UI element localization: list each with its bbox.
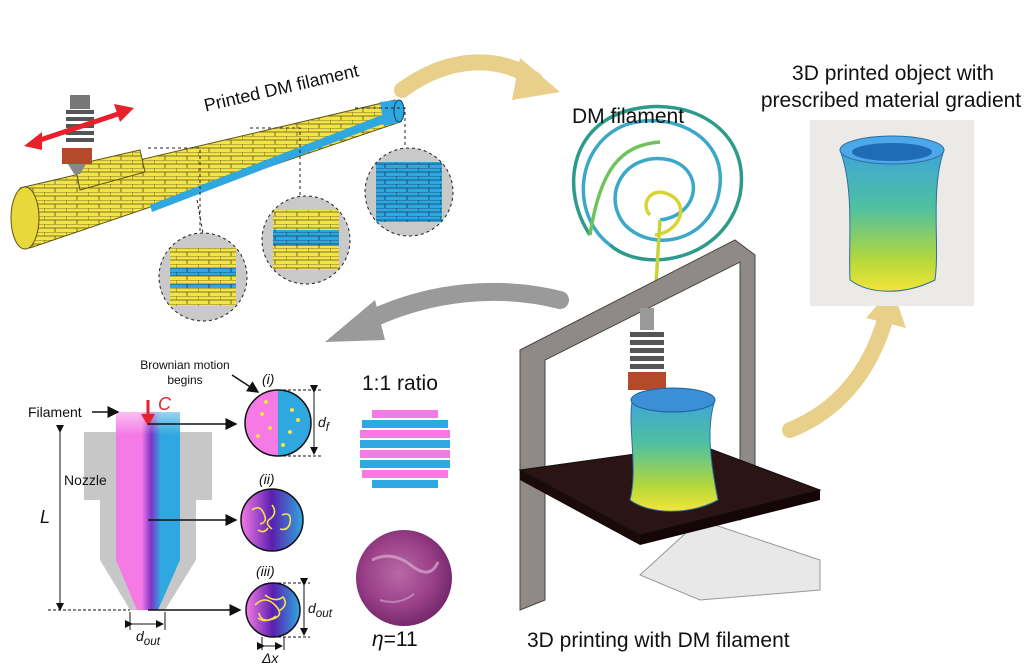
concentration-label: C <box>158 394 171 414</box>
mixed-filament-photo <box>356 530 452 626</box>
nozzle-label: Nozzle <box>64 472 107 488</box>
cross-section-2 <box>261 195 351 285</box>
print-head-small <box>62 95 94 174</box>
filament-label: Filament <box>28 404 82 420</box>
stage-ii-circle <box>240 488 304 552</box>
printed-vase <box>629 387 719 512</box>
dm-filament-spiral <box>571 104 744 301</box>
arrow-to-nozzle-detail <box>325 282 569 342</box>
eta-value: =11 <box>383 628 418 651</box>
printing-caption: 3D printing with DM filament <box>527 629 790 652</box>
arrow-to-object <box>782 288 906 438</box>
object-title-line1: 3D printed object with <box>792 62 994 85</box>
pointer-arrows <box>92 374 260 616</box>
stage-iii-label: (iii) <box>256 563 275 579</box>
d-out-side-label: dout <box>308 600 332 620</box>
callout-lines <box>148 107 406 234</box>
brownian-line1: Brownian motion <box>140 358 230 372</box>
d-out-bottom-subscript: out <box>143 634 161 648</box>
d-f-subscript: f <box>325 420 330 434</box>
d-f-symbol: d <box>318 414 326 430</box>
d-out-bottom-symbol: d <box>136 628 144 644</box>
ratio-label: 1:1 ratio <box>362 372 438 395</box>
object-title-line2: prescribed material gradient <box>760 89 1022 112</box>
stage-iii-circle <box>245 582 301 638</box>
dimension-lines <box>48 425 166 630</box>
eta-symbol: η <box>372 628 384 651</box>
length-label: L <box>40 507 51 527</box>
arrow-to-dm-filament <box>394 54 560 100</box>
cross-section-3 <box>364 147 454 237</box>
d-f-label: df <box>318 414 329 434</box>
stage-ii-label: (ii) <box>259 471 275 487</box>
printer-head <box>628 308 666 390</box>
cross-section-1 <box>158 232 248 322</box>
stage-dimension-lines <box>257 385 322 650</box>
stage-i-circle <box>244 389 312 457</box>
ratio-cross-section <box>360 405 450 495</box>
delta-x-label: Δx <box>262 650 279 666</box>
d-out-bottom-label: dout <box>136 628 160 648</box>
object-photo <box>810 120 974 306</box>
d-out-side-symbol: d <box>308 600 316 616</box>
stage-i-label: (i) <box>262 371 275 387</box>
printed-filament-rod <box>10 99 405 250</box>
nozzle-diagram <box>84 395 212 610</box>
d-out-side-subscript: out <box>315 606 333 620</box>
eta-label: η=11 <box>372 628 418 652</box>
dm-filament-label: DM filament <box>572 105 685 128</box>
brownian-line2: begins <box>167 373 203 387</box>
motion-double-arrow <box>24 104 134 150</box>
